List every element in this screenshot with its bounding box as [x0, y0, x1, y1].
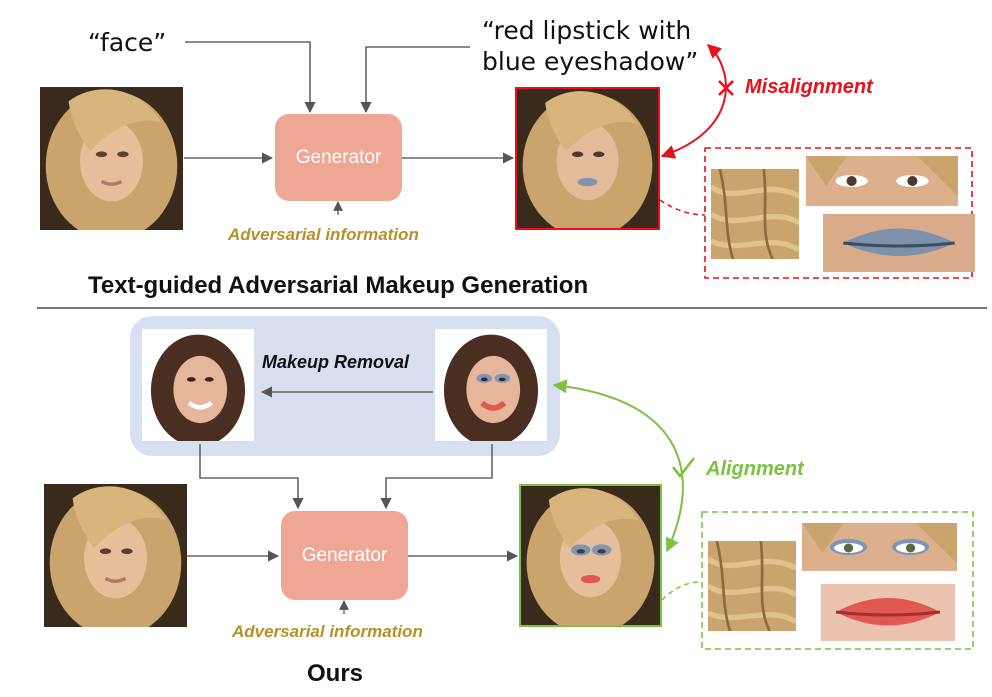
- removed-makeup-face-photo: [142, 329, 254, 441]
- zoom-hair-crop-bottom: [708, 541, 796, 631]
- zoom-connector-top: [659, 199, 706, 216]
- zoom-lips-crop-top: [823, 214, 975, 272]
- generator-box-top: Generator: [275, 114, 402, 201]
- alignment-label: Alignment: [706, 458, 804, 480]
- x-mark-icon: [718, 80, 734, 96]
- input-face-photo-bottom: [44, 484, 187, 627]
- alignment-arc: [552, 379, 684, 553]
- section-title-top: Text-guided Adversarial Makeup Generatio…: [88, 272, 589, 299]
- section-title-bottom: Ours: [307, 660, 364, 687]
- zoom-hair-crop-top: [711, 169, 799, 259]
- misalignment-label: Misalignment: [745, 76, 873, 98]
- arrow-face-to-generator: [185, 41, 316, 114]
- arrow-left-face-to-generator: [199, 444, 304, 510]
- text-prompt-face: “face”: [88, 28, 167, 57]
- zoom-lips-crop-bottom: [821, 584, 955, 641]
- makeup-face-photo: [435, 329, 547, 441]
- misalignment-arc: [660, 44, 727, 159]
- adversarial-information-label-top: Adversarial information: [228, 225, 419, 244]
- input-face-photo: [40, 87, 183, 230]
- output-face-misaligned: [515, 87, 660, 230]
- zoom-box-top: [704, 147, 973, 279]
- makeup-removal-label: Makeup Removal: [262, 352, 410, 372]
- zoom-eyes-crop-top: [806, 156, 958, 206]
- output-face-aligned: [519, 484, 662, 627]
- zoom-box-bottom: [701, 511, 974, 650]
- text-prompt-makeup-line1: “red lipstick with: [482, 16, 692, 45]
- zoom-connector-bottom: [661, 581, 701, 601]
- check-mark-icon: [671, 457, 696, 479]
- generator-box-bottom: Generator: [281, 511, 408, 600]
- adversarial-information-label-bottom: Adversarial information: [232, 622, 423, 641]
- arrow-prompt-to-generator: [360, 46, 470, 114]
- text-prompt-makeup-line2: blue eyeshadow”: [482, 47, 699, 76]
- zoom-eyes-crop-bottom: [802, 523, 957, 571]
- arrow-right-face-to-generator: [380, 444, 493, 510]
